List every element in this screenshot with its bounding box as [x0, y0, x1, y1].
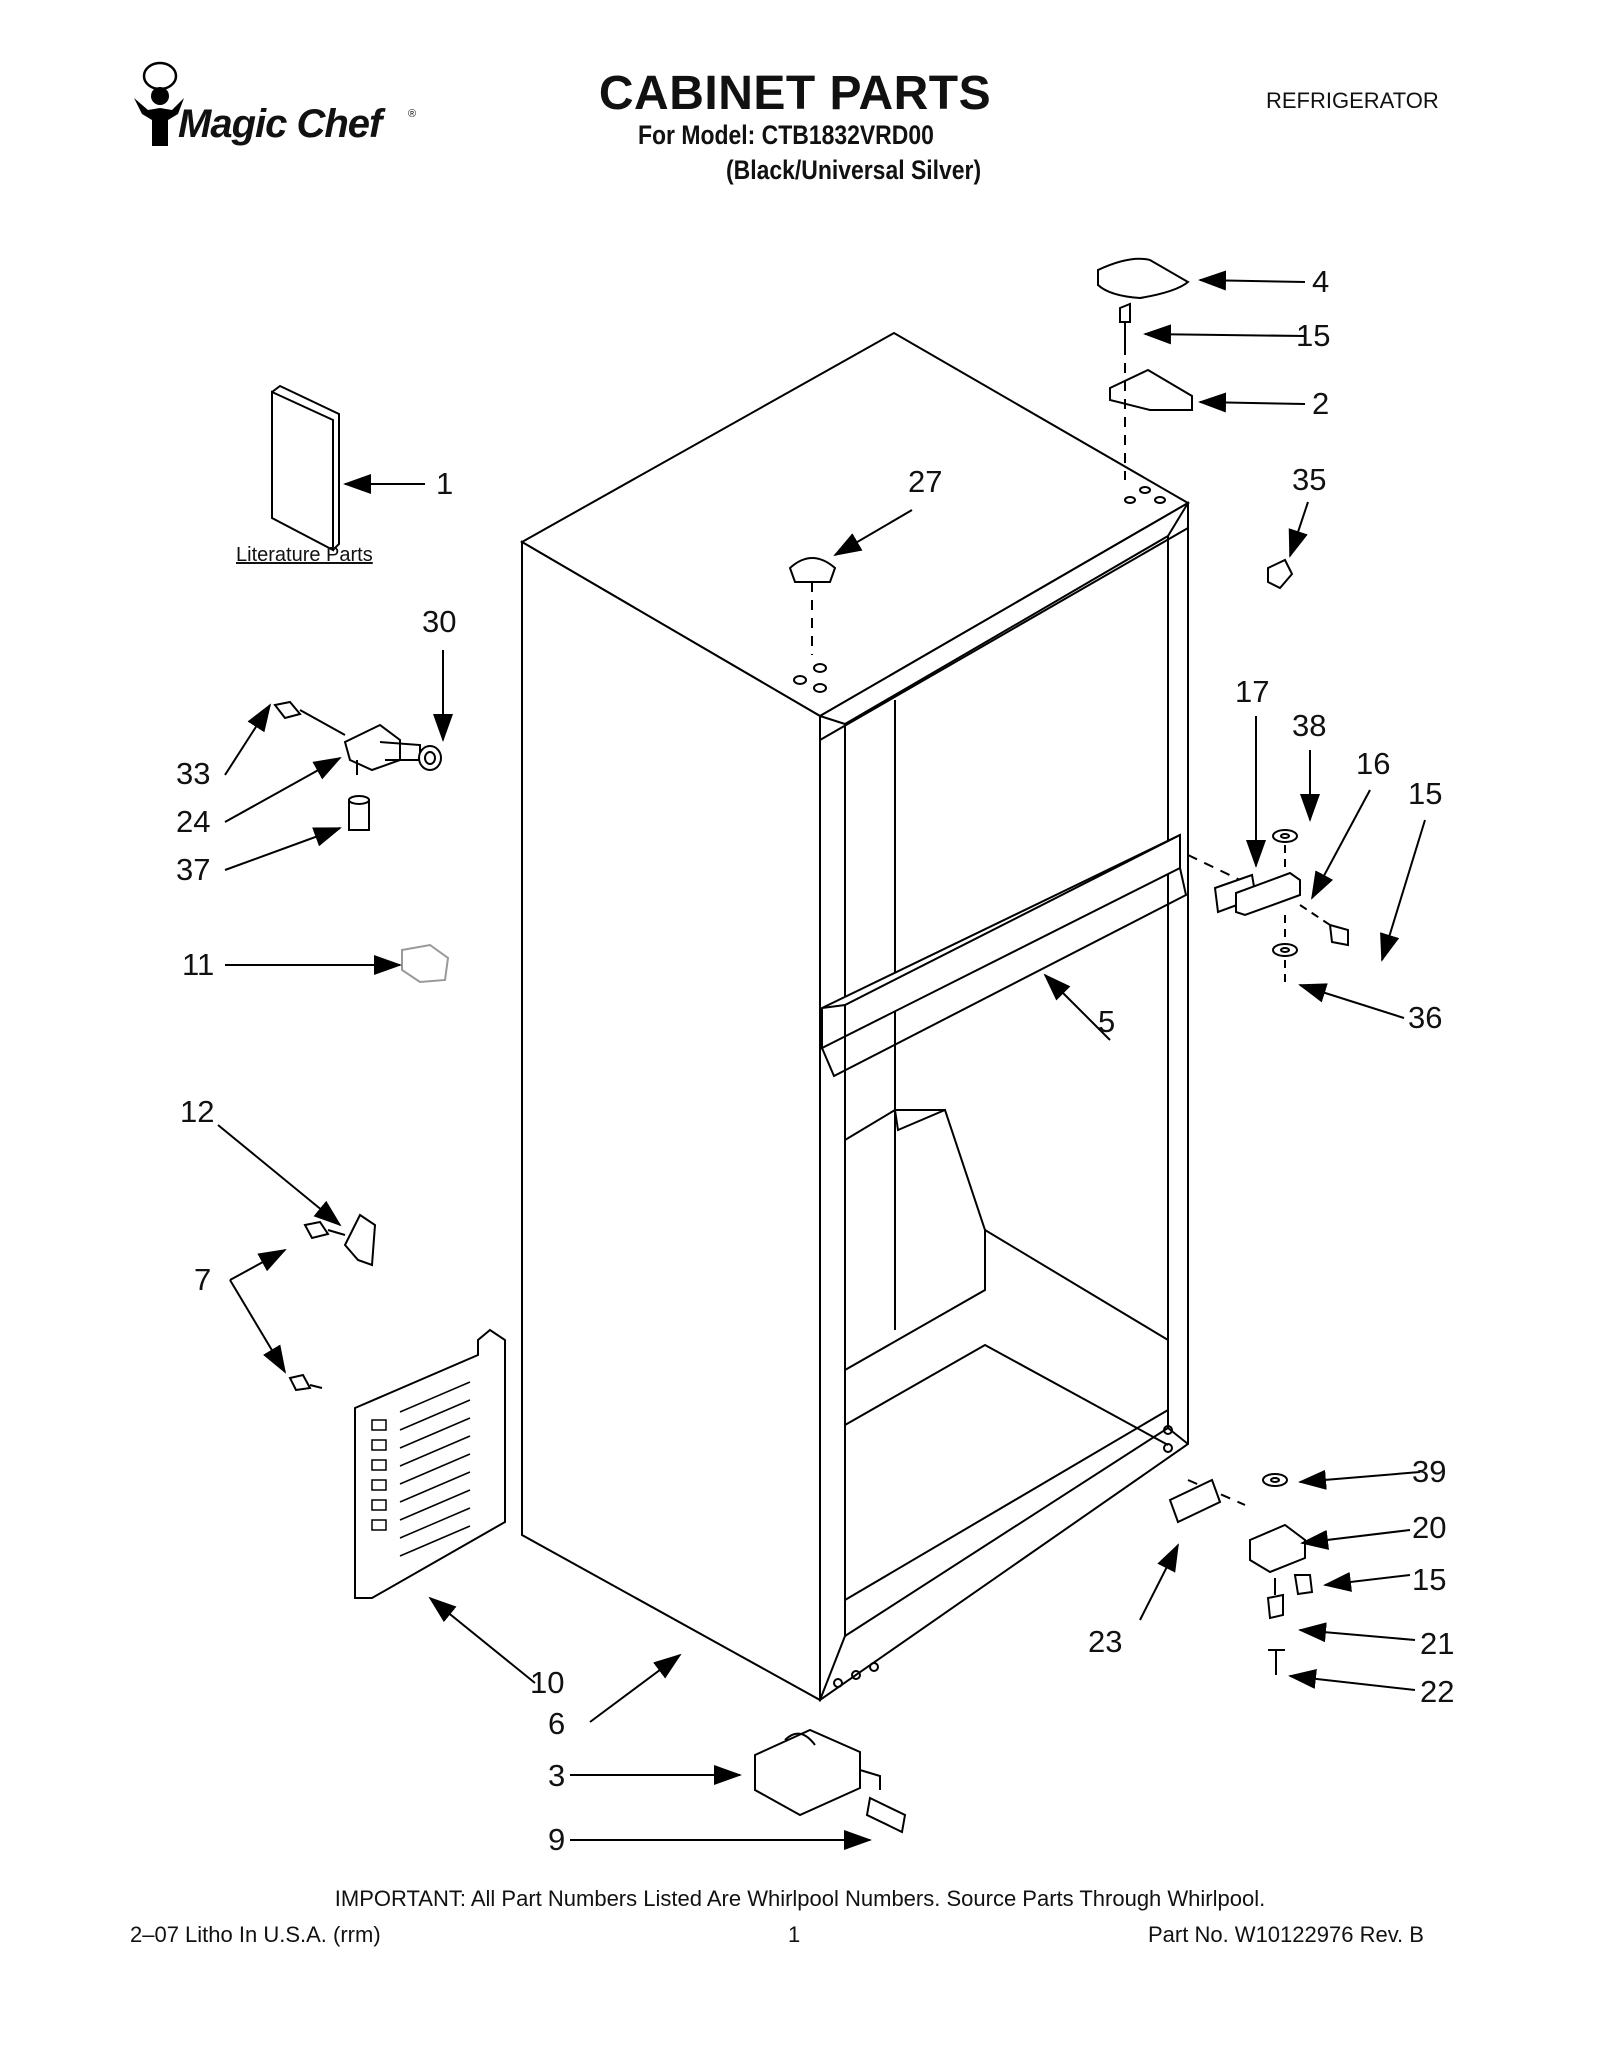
- callout-20: 20: [1412, 1510, 1447, 1545]
- callout-7: 7: [194, 1262, 212, 1297]
- literature-parts-label: Literature Parts: [236, 544, 373, 566]
- bottom-hinge: [1249, 1523, 1306, 1574]
- important-notice: IMPORTANT: All Part Numbers Listed Are W…: [334, 1886, 1266, 1911]
- roller-leveler: [754, 1728, 861, 1817]
- hinge-cover: [1097, 257, 1190, 300]
- callout-15: 15: [1408, 776, 1443, 811]
- callout-38: 38: [1292, 708, 1327, 743]
- top-hinge: [1109, 368, 1193, 411]
- registered-mark: ®: [408, 108, 417, 120]
- callout-16: 16: [1356, 746, 1391, 781]
- bracket: [343, 1213, 377, 1267]
- callout-4: 4: [1312, 264, 1330, 299]
- model-color: (Black/Universal Silver): [726, 155, 982, 185]
- callout-17: 17: [1235, 674, 1270, 709]
- callout-23: 23: [1088, 1624, 1123, 1659]
- callout-36: 36: [1408, 1000, 1443, 1035]
- access-panel: [354, 1328, 506, 1599]
- page-number: 1: [788, 1922, 801, 1947]
- callout-35: 35: [1292, 462, 1327, 497]
- cabinet-left-side: [521, 540, 821, 1702]
- callout-3: 3: [548, 1758, 566, 1793]
- brand-name: Magic Chef: [178, 102, 382, 146]
- callout-33: 33: [176, 756, 211, 791]
- callout-11: 11: [182, 947, 215, 982]
- literature-booklet: [271, 390, 334, 552]
- chef-mascot-icon: [134, 61, 184, 146]
- leveling-screw: [865, 1796, 907, 1834]
- callout-37: 37: [176, 852, 211, 887]
- wire-clip: [401, 943, 450, 984]
- callout-9: 9: [548, 1822, 566, 1857]
- appliance-type: REFRIGERATOR: [1266, 88, 1439, 113]
- hinge-pin-assembly: [343, 723, 401, 772]
- model-number: For Model: CTB1832VRD00: [638, 120, 934, 150]
- litho-info: 2–07 Litho In U.S.A. (rrm): [130, 1922, 381, 1947]
- callout-5: 5: [1098, 1004, 1116, 1039]
- hinge-plug: [1267, 558, 1294, 590]
- callout-15: 15: [1412, 1562, 1447, 1597]
- callout-22: 22: [1420, 1674, 1455, 1709]
- callout-2: 2: [1312, 386, 1330, 421]
- callout-39: 39: [1412, 1454, 1447, 1489]
- page-title: CABINET PARTS: [598, 67, 992, 120]
- bottom-hinge-plate: [1168, 1478, 1222, 1524]
- callout-6: 6: [548, 1706, 566, 1741]
- callout-1: 1: [436, 466, 454, 501]
- part-number: Part No. W10122976 Rev. B: [1148, 1922, 1424, 1947]
- callout-10: 10: [530, 1665, 565, 1700]
- callout-12: 12: [180, 1094, 215, 1129]
- callout-15: 15: [1296, 318, 1331, 353]
- callout-24: 24: [176, 804, 211, 839]
- callout-27: 27: [908, 464, 943, 499]
- hinge-pin: [1266, 1593, 1284, 1620]
- top-plug: [788, 557, 837, 583]
- callout-30: 30: [422, 604, 457, 639]
- callout-21: 21: [1420, 1626, 1455, 1661]
